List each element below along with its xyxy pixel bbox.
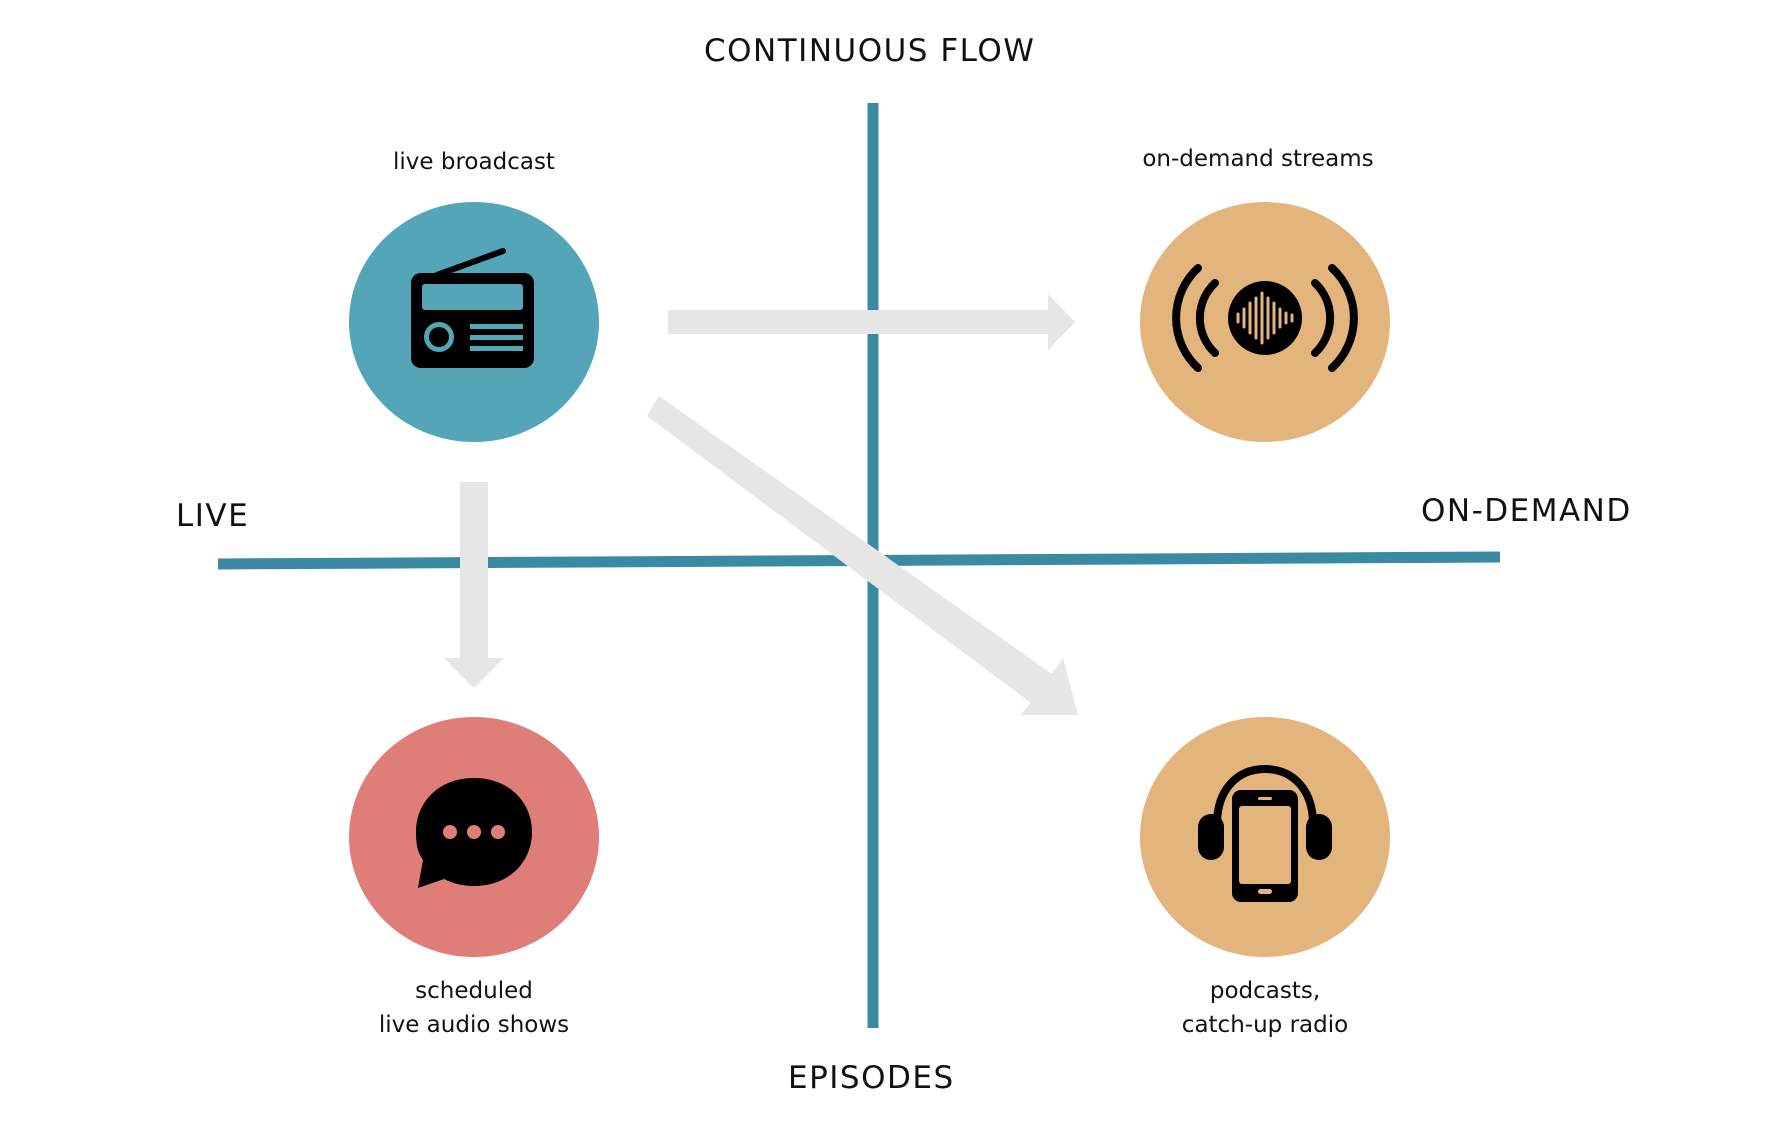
scheduled-shows-node <box>349 717 599 957</box>
arrow-to-scheduled-shows <box>444 482 504 688</box>
on-demand-streams-node <box>1140 202 1390 442</box>
phone-headphones-icon <box>1198 764 1332 902</box>
top-axis-label: CONTINUOUS FLOW <box>704 33 1036 69</box>
right-axis-label: ON-DEMAND <box>1421 493 1632 529</box>
podcasts-line1: podcasts, <box>1209 978 1321 1004</box>
scheduled-shows-line1: scheduled <box>415 978 533 1004</box>
arrow-to-on-demand-streams <box>668 294 1075 350</box>
scheduled-shows-label: scheduled live audio shows <box>324 974 624 1042</box>
scheduled-shows-line2: live audio shows <box>378 1012 570 1038</box>
podcasts-node <box>1140 717 1390 957</box>
bottom-axis-label: EPISODES <box>788 1060 955 1096</box>
live-broadcast-node <box>349 202 599 442</box>
live-broadcast-label: live broadcast <box>393 149 555 175</box>
left-axis-label: LIVE <box>176 498 250 534</box>
radio-icon <box>411 248 534 368</box>
streaming-soundwave-icon <box>1172 264 1358 372</box>
podcasts-label: podcasts, catch-up radio <box>1115 974 1415 1042</box>
arrow-to-podcasts <box>647 396 1078 715</box>
podcasts-line2: catch-up radio <box>1181 1012 1349 1038</box>
chat-bubble-icon <box>416 778 532 888</box>
on-demand-streams-label: on-demand streams <box>1142 146 1374 172</box>
